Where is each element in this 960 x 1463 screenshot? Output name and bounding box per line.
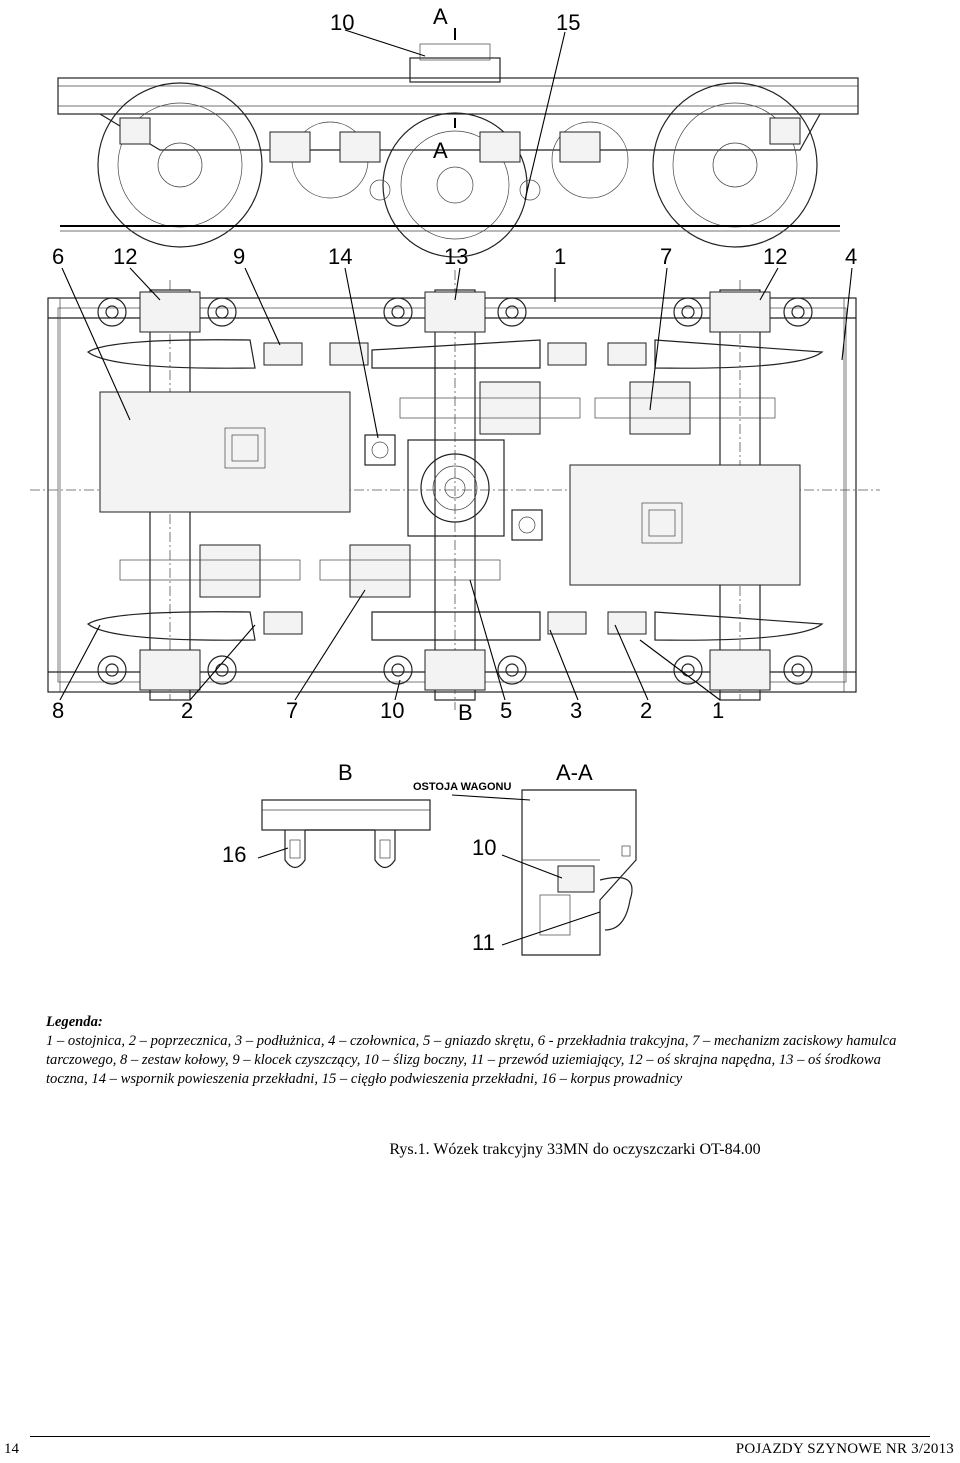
plan-label-10: 10 (380, 698, 404, 723)
technical-drawing: 10 A A 15 (30, 4, 880, 956)
plan-label-12-left: 12 (113, 244, 137, 269)
detail-aa-label-10: 10 (472, 835, 496, 860)
detail-b-label-16: 16 (222, 842, 246, 867)
legend-text: 1 – ostojnica, 2 – poprzecznica, 3 – pod… (46, 1033, 897, 1087)
detail-aa: A-A OSTOJA WAGONU 10 11 (413, 760, 637, 956)
detail-aa-frame-label: OSTOJA WAGONU (413, 781, 511, 793)
label-a-top: A (433, 4, 448, 29)
legend: Legenda: 1 – ostojnica, 2 – poprzecznica… (46, 1013, 926, 1089)
label-10-side: 10 (330, 10, 354, 35)
plan-label-b: B (458, 700, 473, 725)
detail-aa-title: A-A (556, 760, 593, 785)
plan-label-7-bottom: 7 (286, 698, 298, 723)
plan-label-1-top: 1 (554, 244, 566, 269)
plan-label-12-right: 12 (763, 244, 787, 269)
plan-label-6: 6 (52, 244, 64, 269)
plan-view: 6 12 9 14 13 1 7 12 4 8 2 7 10 B 5 3 2 1 (30, 244, 880, 725)
plan-label-3: 3 (570, 698, 582, 723)
journal-name: POJAZDY SZYNOWE NR 3/2013 (735, 1441, 954, 1457)
plan-label-2-right: 2 (640, 698, 652, 723)
plan-label-9: 9 (233, 244, 245, 269)
footer-rule (30, 1436, 930, 1437)
legend-title: Legenda: (46, 1014, 103, 1030)
side-view: 10 A A 15 (57, 4, 859, 258)
figure-caption-text: Rys.1. Wózek trakcyjny 33MN do oczyszcza… (389, 1141, 761, 1158)
plan-label-1-bottom: 1 (712, 698, 724, 723)
detail-b: B 16 (222, 760, 431, 869)
figure-caption: Rys.1. Wózek trakcyjny 33MN do oczyszcza… (0, 1141, 960, 1159)
label-a-bottom: A (433, 138, 448, 163)
plan-label-2-left: 2 (181, 698, 193, 723)
label-15: 15 (556, 10, 580, 35)
plan-label-13: 13 (444, 244, 468, 269)
plan-label-7-top: 7 (660, 244, 672, 269)
plan-label-8: 8 (52, 698, 64, 723)
plan-label-4: 4 (845, 244, 857, 269)
detail-aa-label-11: 11 (472, 930, 495, 955)
detail-b-title: B (338, 760, 353, 785)
plan-label-14: 14 (328, 244, 352, 269)
page-number: 14 (4, 1441, 19, 1457)
plan-label-5: 5 (500, 698, 512, 723)
